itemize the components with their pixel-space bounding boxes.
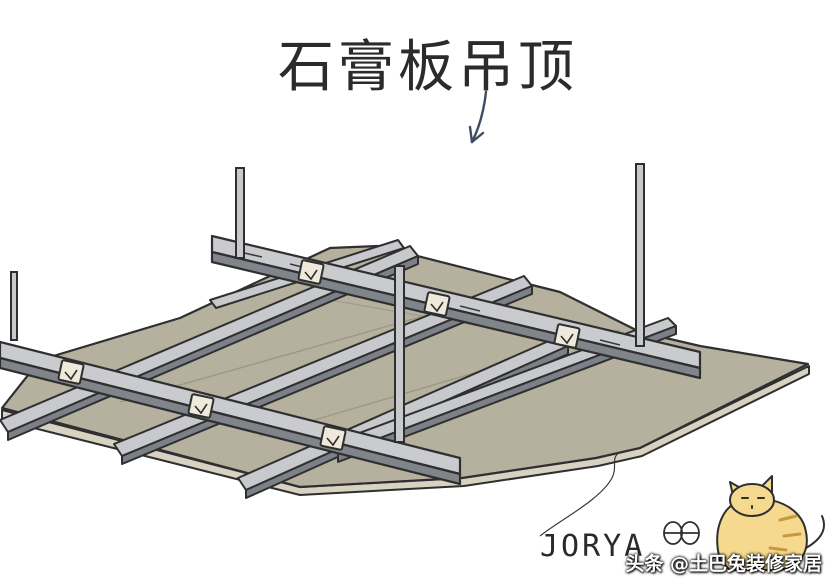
spool-sketch (663, 521, 700, 545)
signature-stroke (539, 451, 621, 537)
hanger-clips (57, 259, 581, 451)
diagram-title: 石膏板吊顶 (278, 35, 578, 100)
suspension-rods (10, 163, 645, 443)
watermark-text: 头条 @土巴兔装修家居 (625, 553, 822, 575)
pointer-arrow (468, 90, 488, 144)
cat-sketch (716, 475, 825, 571)
artist-signature: JORYA (540, 529, 645, 564)
